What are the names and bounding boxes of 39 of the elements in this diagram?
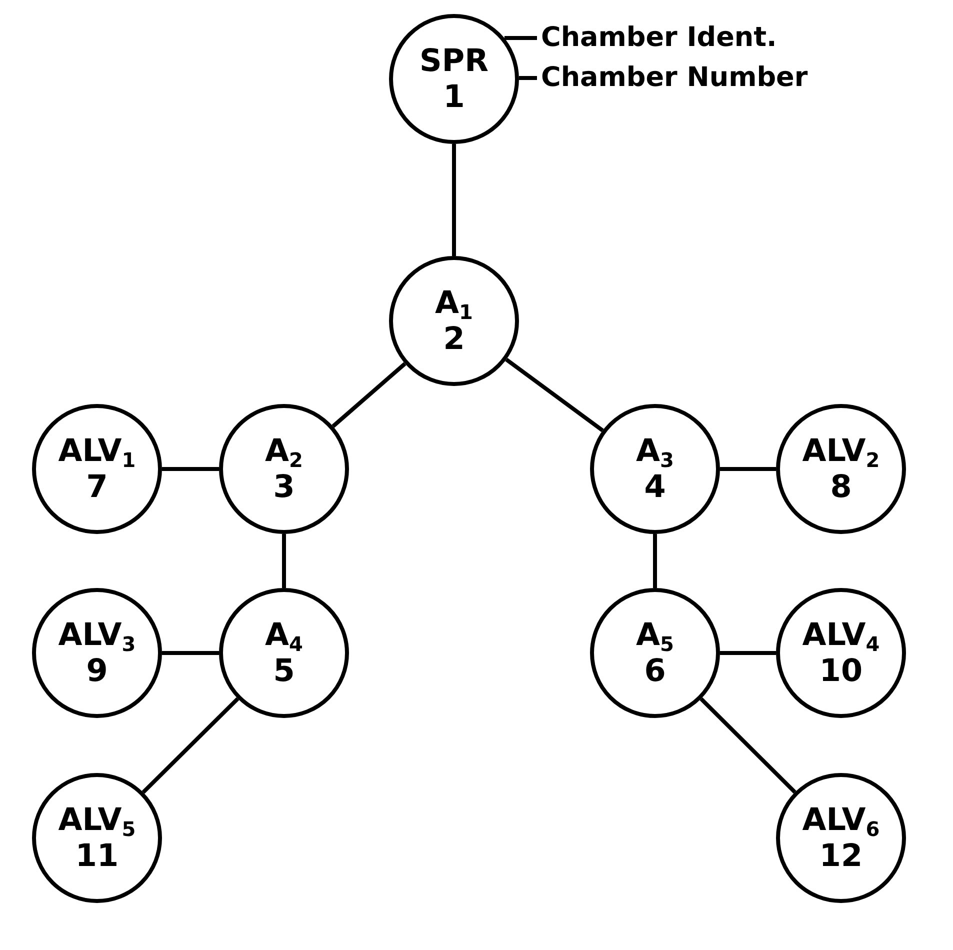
- connector-line: [452, 144, 456, 256]
- connector-line: [505, 358, 604, 432]
- chamber-text: A$_{4}$: [265, 617, 303, 653]
- chamber-text: ALV$_{4}$: [802, 617, 880, 653]
- chamber-text: 4: [644, 469, 666, 505]
- connector-line: [653, 534, 657, 588]
- chamber-text: A$_{5}$: [636, 617, 674, 653]
- chamber-text: A$_{2}$: [265, 433, 303, 469]
- chamber-text: 7: [86, 469, 108, 505]
- connector-line: [700, 697, 796, 794]
- chamber-text: ALV$_{3}$: [58, 617, 136, 653]
- connector-line: [162, 651, 219, 655]
- chamber-text: 6: [644, 653, 666, 689]
- chamber-text: 3: [273, 469, 295, 505]
- chamber-text: 2: [443, 321, 465, 357]
- chamber-text: 12: [819, 838, 863, 874]
- connector-line: [720, 467, 776, 471]
- connector-line: [282, 534, 286, 588]
- chamber-text: A$_{1}$: [435, 285, 473, 321]
- chamber-text: 9: [86, 653, 108, 689]
- callout-text: Chamber Number: [541, 62, 808, 94]
- chamber-text: ALV$_{6}$: [802, 802, 880, 838]
- chamber-text: 10: [819, 653, 863, 689]
- connector-line: [332, 362, 406, 428]
- chamber-text: SPR: [420, 43, 488, 79]
- leader-line: [504, 36, 537, 40]
- connector-line: [142, 697, 240, 794]
- chamber-text: 1: [443, 79, 465, 115]
- chamber-text: 8: [830, 469, 852, 505]
- chamber-text: 5: [273, 653, 295, 689]
- callout-text: Chamber Ident.: [541, 22, 777, 54]
- chamber-text: 11: [75, 838, 119, 874]
- chamber-text: A$_{3}$: [636, 433, 674, 469]
- chamber-text: ALV$_{5}$: [58, 802, 136, 838]
- connector-line: [720, 651, 776, 655]
- chamber-text: ALV$_{1}$: [58, 433, 136, 469]
- leader-line: [519, 76, 537, 80]
- connector-line: [162, 467, 219, 471]
- chamber-text: ALV$_{2}$: [802, 433, 880, 469]
